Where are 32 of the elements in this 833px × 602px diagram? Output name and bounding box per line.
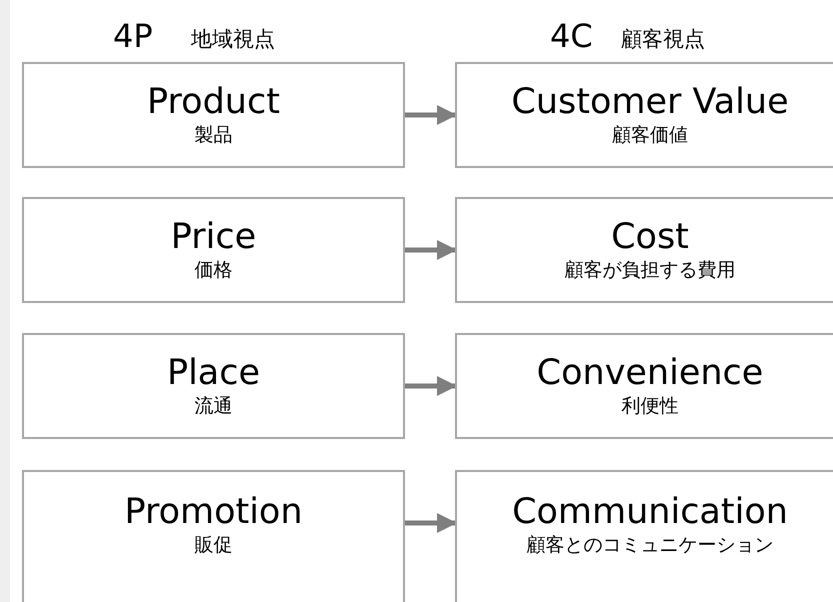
concept-box <box>22 197 405 303</box>
concept-name: Product <box>147 82 280 122</box>
column-subheading: 顧客視点 <box>621 27 705 52</box>
concept-box <box>455 333 833 439</box>
concept-translation: 利便性 <box>622 394 678 419</box>
concept-name: Cost <box>611 217 689 257</box>
concept-box <box>22 470 405 602</box>
concept-name: Convenience <box>536 353 764 393</box>
concept-box <box>22 62 405 168</box>
concept-translation: 製品 <box>194 123 232 148</box>
concept-translation: 顧客価値 <box>612 123 688 148</box>
concept-translation: 価格 <box>194 258 232 283</box>
concept-box <box>22 333 405 439</box>
concept-translation: 顧客が負担する費用 <box>564 258 736 283</box>
concept-box <box>455 470 833 602</box>
column-subheading: 地域視点 <box>191 27 275 52</box>
concept-name: Promotion <box>124 492 303 532</box>
concept-box <box>455 197 833 303</box>
concept-name: Communication <box>512 492 788 532</box>
column-heading: 4P <box>113 18 153 54</box>
arrow <box>405 105 457 125</box>
arrow <box>405 240 457 260</box>
arrow <box>405 513 457 533</box>
column-heading: 4C <box>550 18 593 54</box>
concept-name: Customer Value <box>511 82 789 122</box>
concept-name: Price <box>170 217 256 257</box>
concept-box <box>455 62 833 168</box>
concept-translation: 顧客とのコミュニケーション <box>526 533 774 558</box>
arrow <box>405 376 457 396</box>
concept-translation: 販促 <box>194 533 232 558</box>
concept-name: Place <box>166 353 260 393</box>
concept-translation: 流通 <box>194 394 232 419</box>
